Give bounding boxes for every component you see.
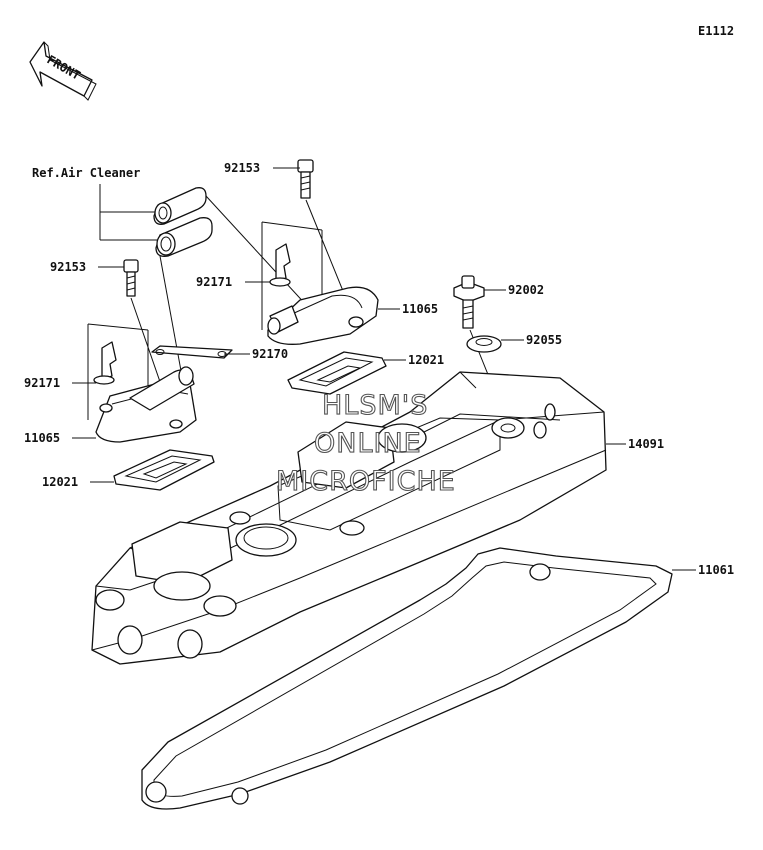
reed-valve-lower bbox=[113, 449, 215, 491]
callout-head-cover: 14091 bbox=[628, 437, 664, 451]
callout-clip-left: 92171 bbox=[24, 376, 60, 390]
reed-valve-upper bbox=[287, 351, 387, 395]
clip-right bbox=[269, 243, 291, 287]
air-hose-upper bbox=[153, 187, 207, 225]
gasket-strip bbox=[151, 345, 233, 359]
callout-clip-right: 92171 bbox=[196, 275, 232, 289]
bolt-left bbox=[123, 259, 139, 297]
callout-valve-cover-right: 11065 bbox=[402, 302, 438, 316]
watermark-line-2: ONLINE bbox=[314, 428, 422, 459]
callout-bolt-right: 92153 bbox=[224, 161, 260, 175]
reed-valve-cover-left bbox=[95, 366, 197, 443]
bolt-right bbox=[297, 159, 314, 199]
callout-reed-valve-upper: 12021 bbox=[408, 353, 444, 367]
washer-92055 bbox=[466, 335, 502, 353]
bolt-92002 bbox=[453, 275, 485, 329]
watermark-line-3: MICROFICHE bbox=[276, 466, 456, 497]
callout-head-cover-gasket: 11061 bbox=[698, 563, 734, 577]
reference-note: Ref.Air Cleaner bbox=[32, 166, 140, 180]
head-cover-gasket bbox=[141, 547, 673, 810]
callout-bolt-92002: 92002 bbox=[508, 283, 544, 297]
watermark-line-1: HLSM'S bbox=[322, 390, 428, 421]
diagram-code: E1112 bbox=[698, 24, 734, 38]
callout-bolt-left: 92153 bbox=[50, 260, 86, 274]
front-arrow-icon: FRONT bbox=[29, 41, 97, 101]
clip-left bbox=[93, 341, 117, 385]
reed-valve-cover-right bbox=[267, 286, 379, 345]
reference-leader bbox=[99, 184, 160, 241]
callout-leaders bbox=[72, 167, 696, 571]
callout-gasket-strip: 92170 bbox=[252, 347, 288, 361]
cylinder-head-cover bbox=[91, 371, 607, 665]
callout-valve-cover-left: 11065 bbox=[24, 431, 60, 445]
callout-washer: 92055 bbox=[526, 333, 562, 347]
callout-reed-valve-lower: 12021 bbox=[42, 475, 78, 489]
air-hose-lower bbox=[155, 217, 213, 257]
